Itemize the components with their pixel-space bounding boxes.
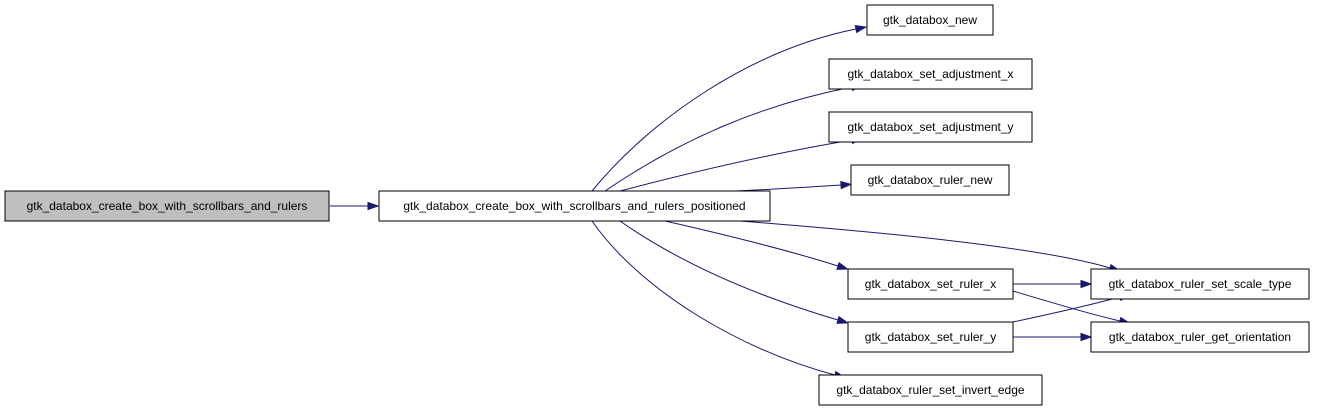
edge-set_ruler_y-to-orientation xyxy=(1013,332,1093,342)
arrowhead-icon xyxy=(836,261,849,270)
node-set-adjustment-x-label: gtk_databox_set_adjustment_x xyxy=(847,67,1013,81)
node-ruler-get-orientation[interactable]: gtk_databox_ruler_get_orientation xyxy=(1090,321,1310,353)
arrowhead-icon xyxy=(1080,279,1093,289)
node-root-label: gtk_databox_create_box_with_scrollbars_a… xyxy=(27,199,308,213)
node-root[interactable]: gtk_databox_create_box_with_scrollbars_a… xyxy=(4,190,330,222)
arrowhead-icon xyxy=(367,201,380,211)
node-set-adjustment-x[interactable]: gtk_databox_set_adjustment_x xyxy=(828,58,1033,90)
edge-positioned-to-new xyxy=(591,24,868,192)
node-ruler-set-scale-type[interactable]: gtk_databox_ruler_set_scale_type xyxy=(1090,268,1310,300)
node-gtk-databox-new-label: gtk_databox_new xyxy=(883,13,977,27)
node-set-adjustment-y[interactable]: gtk_databox_set_adjustment_y xyxy=(828,111,1033,143)
node-set-ruler-y-label: gtk_databox_set_ruler_y xyxy=(865,330,996,344)
node-positioned[interactable]: gtk_databox_create_box_with_scrollbars_a… xyxy=(378,190,771,222)
arrowhead-icon xyxy=(854,24,868,34)
node-ruler-set-invert-edge[interactable]: gtk_databox_ruler_set_invert_edge xyxy=(818,374,1043,406)
node-ruler-set-scale-type-label: gtk_databox_ruler_set_scale_type xyxy=(1109,277,1292,291)
edge-positioned-to-set_ruler_y xyxy=(619,220,850,324)
edge-positioned-to-invert_edge xyxy=(591,220,847,379)
edge-root-to-positioned xyxy=(330,201,380,211)
node-set-adjustment-y-label: gtk_databox_set_adjustment_y xyxy=(847,120,1013,134)
node-ruler-set-invert-edge-label: gtk_databox_ruler_set_invert_edge xyxy=(836,383,1024,397)
edge-positioned-to-ruler_new xyxy=(734,180,853,192)
node-ruler-new-label: gtk_databox_ruler_new xyxy=(868,173,993,187)
arrowhead-icon xyxy=(840,180,853,190)
edge-positioned-to-scale_type xyxy=(739,220,1122,272)
node-ruler-new[interactable]: gtk_databox_ruler_new xyxy=(850,164,1010,196)
node-positioned-label: gtk_databox_create_box_with_scrollbars_a… xyxy=(403,199,745,213)
node-set-ruler-y[interactable]: gtk_databox_set_ruler_y xyxy=(847,321,1014,353)
node-set-ruler-x-label: gtk_databox_set_ruler_x xyxy=(865,277,996,291)
node-ruler-get-orientation-label: gtk_databox_ruler_get_orientation xyxy=(1109,330,1291,344)
arrowhead-icon xyxy=(1080,332,1093,342)
arrowhead-icon xyxy=(836,315,850,324)
node-set-ruler-x[interactable]: gtk_databox_set_ruler_x xyxy=(847,268,1014,300)
edge-set_ruler_x-to-scale_type xyxy=(1013,279,1093,289)
edge-positioned-to-set_ruler_x xyxy=(664,220,849,270)
node-gtk-databox-new[interactable]: gtk_databox_new xyxy=(866,4,994,36)
edge-positioned-to-adj_y xyxy=(619,135,864,192)
